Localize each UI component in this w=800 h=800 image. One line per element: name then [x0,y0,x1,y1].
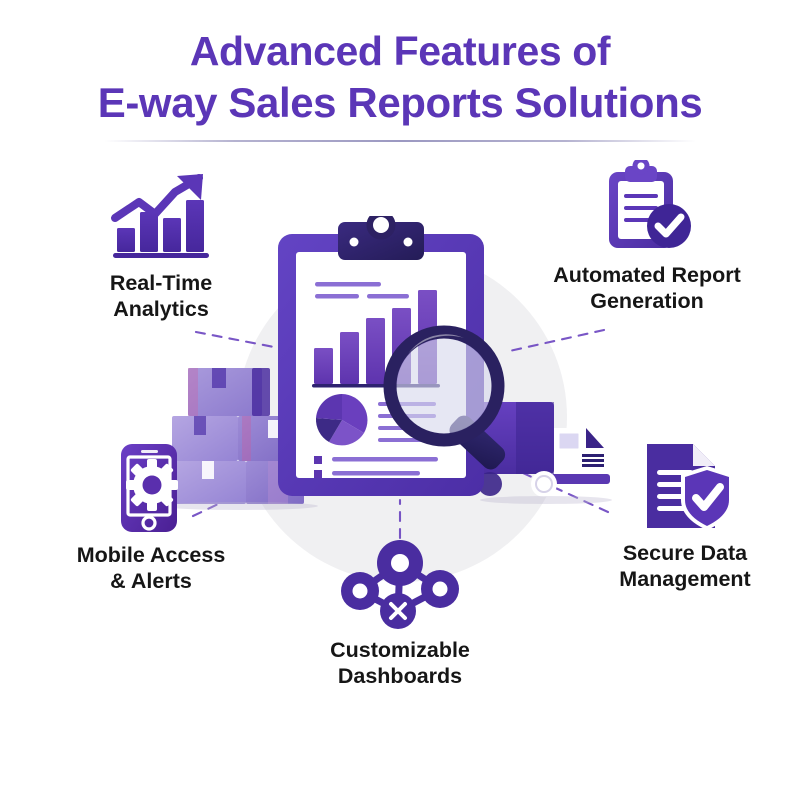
feature-customizable-dashboards[interactable]: Customizable Dashboards [282,535,518,689]
clipboard-check-icon [609,160,691,248]
feature-real-time-analytics[interactable]: Real-Time Analytics [36,168,286,322]
document-shield-check-icon [647,444,733,530]
icon-container [282,535,518,631]
feature-secure-data-management[interactable]: Secure Data Management [560,438,800,592]
feature-label: Real-Time Analytics [109,271,213,322]
delivery-truck-illustration [472,402,612,504]
mobile-gear-icon [121,444,178,532]
page-title: Advanced Features of E-way Sales Reports… [0,26,800,129]
feature-label: Customizable Dashboards [330,638,470,689]
feature-label: Automated Report Generation [553,263,741,314]
icon-container [26,440,276,536]
network-nodes-icon [341,540,459,629]
feature-label: Mobile Access & Alerts [76,543,226,594]
icon-container [36,168,286,264]
feature-mobile-access-alerts[interactable]: Mobile Access & Alerts [26,440,276,594]
bar-chart-growth-icon [111,174,209,258]
feature-label: Secure Data Management [619,541,751,592]
icon-container [560,438,800,534]
title-divider [104,140,696,142]
magnifying-glass-icon [383,325,506,470]
title-line-1: Advanced Features of [189,28,611,74]
icon-container [516,160,778,256]
feature-automated-report-generation[interactable]: Automated Report Generation [516,160,778,314]
title-line-2: E-way Sales Reports Solutions [97,78,703,126]
